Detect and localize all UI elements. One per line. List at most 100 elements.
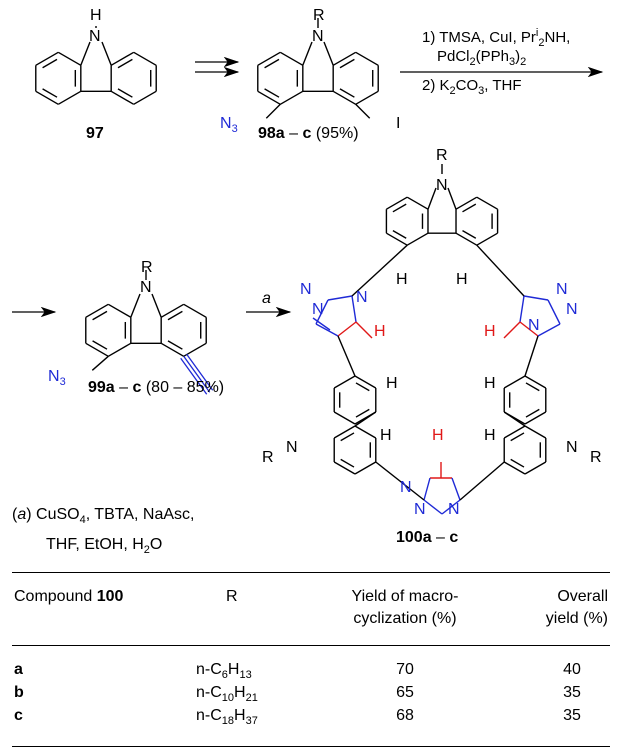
bond	[186, 353, 214, 391]
bond	[332, 51, 357, 66]
bond	[151, 293, 162, 318]
bond	[183, 303, 207, 318]
bond	[455, 196, 478, 210]
macrocycle-atom-n: N	[286, 439, 298, 456]
macrocycle-atom-h: H	[432, 427, 444, 444]
bond	[302, 41, 313, 66]
macrocycle-atom-r: R	[590, 449, 602, 466]
bond	[354, 375, 377, 389]
bond	[476, 244, 525, 297]
bond	[355, 321, 373, 339]
bond	[462, 229, 477, 239]
bond	[180, 357, 208, 395]
table-row-r-group: n-C6H13	[196, 661, 252, 682]
table-row-compound: c	[14, 707, 23, 724]
bond	[547, 299, 561, 325]
bond	[107, 342, 132, 357]
bond	[386, 232, 408, 246]
table-row-compound: a	[14, 661, 23, 678]
macrocycle-atom-tn: N	[448, 501, 460, 518]
macrocycle-atom-h: H	[484, 427, 496, 444]
azide-group-98: N3	[220, 115, 238, 136]
macrocycle-atom-h: H	[396, 271, 408, 288]
bond	[107, 303, 132, 318]
bond	[323, 41, 334, 66]
bond	[524, 411, 547, 425]
bond	[333, 461, 356, 475]
macrocycle-atom-tn: N	[414, 501, 426, 518]
bond	[35, 51, 59, 66]
atom-n-99: N	[140, 279, 152, 296]
bond	[264, 88, 280, 98]
bond	[355, 51, 379, 66]
bond	[340, 458, 355, 468]
table-row-overall-yield: 40	[563, 661, 581, 678]
bond	[35, 90, 59, 105]
macrocycle-atom-tn: N	[300, 281, 312, 298]
bond	[519, 295, 525, 323]
compound-98-label: 98a – c (95%)	[258, 125, 359, 142]
table-row-macro-yield: 68	[396, 707, 414, 724]
table-header-rule	[12, 645, 610, 646]
bond	[351, 244, 408, 297]
bond	[92, 340, 108, 350]
bond	[459, 461, 505, 501]
bond	[354, 425, 377, 439]
bond	[333, 375, 356, 389]
bond	[427, 187, 437, 210]
bond	[355, 382, 370, 392]
bond	[110, 51, 135, 66]
bond	[503, 375, 526, 389]
table-top-rule	[12, 572, 610, 573]
bond	[406, 196, 429, 210]
bond	[160, 303, 185, 318]
table-row-macro-yield: 70	[396, 661, 414, 678]
bond	[333, 411, 356, 425]
bond	[42, 58, 58, 69]
bond	[265, 103, 281, 119]
atom-r-99: R	[141, 259, 153, 276]
macrocycle-atom-h: H	[456, 271, 468, 288]
bond	[279, 90, 304, 105]
bond	[42, 88, 58, 98]
bond	[537, 323, 561, 337]
table-header-r: R	[226, 588, 238, 605]
bond	[503, 411, 526, 427]
macrocycle-atom-h: H	[380, 427, 392, 444]
table-bottom-rule	[12, 746, 610, 747]
macrocycle-atom-n: N	[566, 439, 578, 456]
bond	[183, 355, 211, 393]
bond	[339, 88, 355, 98]
bond	[524, 461, 547, 475]
bond	[183, 342, 207, 357]
bond	[355, 103, 371, 119]
bond	[354, 461, 377, 475]
bond	[91, 355, 109, 371]
bond	[85, 342, 109, 357]
bond	[315, 299, 329, 325]
bond	[519, 321, 539, 337]
bond	[327, 295, 353, 301]
macrocycle-atom-tn: N	[528, 317, 540, 334]
bond	[355, 90, 379, 105]
bond	[392, 203, 407, 213]
bond	[333, 425, 356, 439]
bond	[503, 425, 526, 439]
macrocycle-atom-tn: N	[312, 301, 324, 318]
atom-n-97: N	[89, 28, 101, 45]
bond	[503, 461, 526, 475]
bond	[264, 58, 280, 69]
macrocycle-atom-r: R	[262, 449, 274, 466]
compound-99-label: 99a – c (80 – 85%)	[88, 379, 225, 396]
bond	[340, 432, 355, 442]
conditions-line-1: 1) TMSA, CuI, Pri2NH,	[422, 27, 571, 49]
bond	[167, 340, 183, 350]
compound-97-structure	[35, 26, 157, 105]
bond	[525, 408, 540, 418]
macrocycle-atom-tn: N	[400, 479, 412, 496]
table-row-overall-yield: 35	[563, 684, 581, 701]
bond	[392, 229, 407, 239]
bond	[455, 232, 478, 246]
compound-100-macrocycle-structure	[312, 164, 561, 515]
